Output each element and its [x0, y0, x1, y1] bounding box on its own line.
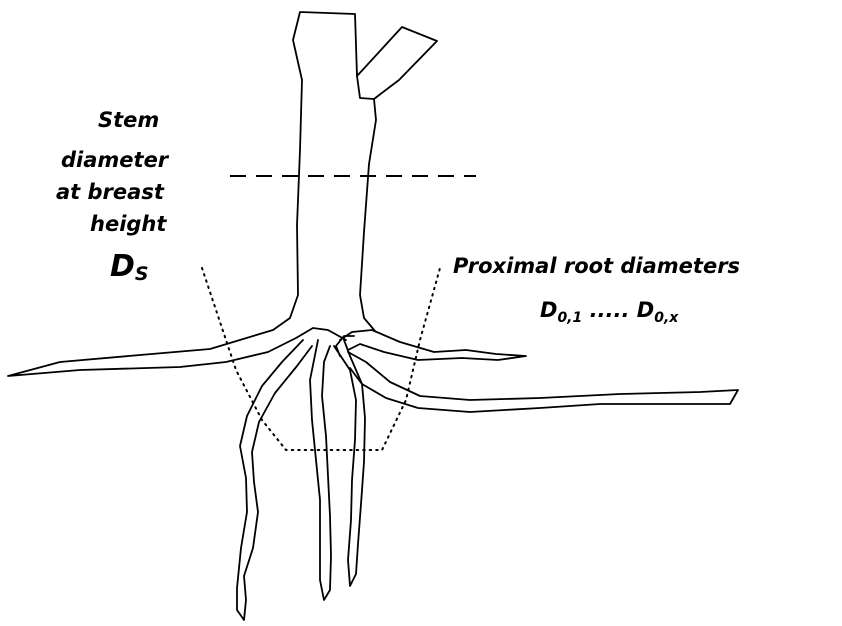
root-last-subscript: 0,x [654, 310, 678, 326]
root-left-down [237, 340, 312, 620]
stem-symbol-subscript: S [135, 263, 149, 285]
root-last-base: D [637, 298, 654, 322]
stem-symbol-base: D [110, 249, 135, 284]
root-ellipsis: ..... [590, 298, 630, 322]
stem-label-line-2: diameter [61, 150, 168, 171]
root-right-down [334, 340, 365, 586]
fork-notch [357, 76, 374, 99]
stem-label-line-4: height [90, 214, 166, 235]
stem-label-line-3: at breast [56, 182, 164, 203]
root-middle-down [310, 340, 331, 600]
stem-label-line-1: Stem [98, 110, 159, 131]
root-first-base: D [540, 298, 557, 322]
stem-diameter-symbol: DS [110, 252, 149, 284]
root-first-subscript: 0,1 [557, 310, 582, 326]
proximal-root-label: Proximal root diameters [453, 256, 740, 277]
root-lower-right [348, 352, 738, 412]
root-upper-right [340, 330, 526, 360]
root-diameter-symbols: D0,1 ..... D0,x [540, 300, 678, 325]
